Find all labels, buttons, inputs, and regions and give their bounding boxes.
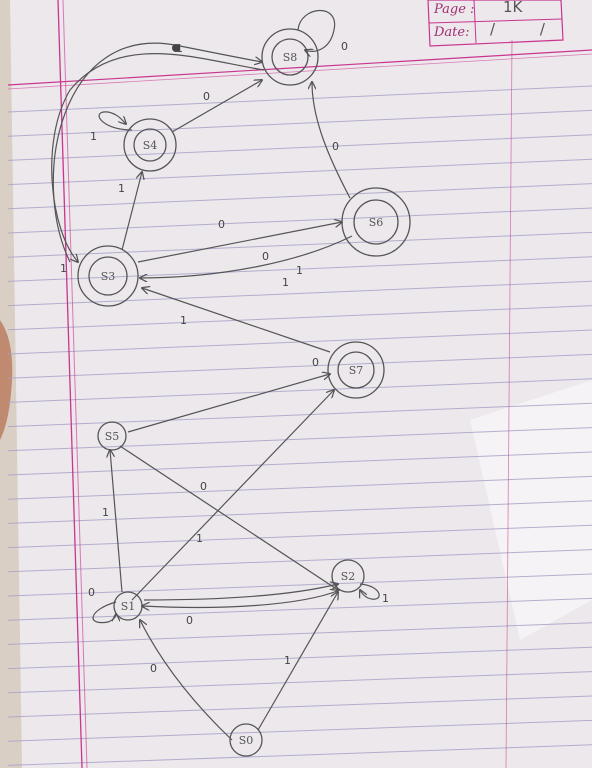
- ruled-line: [7, 549, 592, 573]
- edge-s5-s7: [127, 374, 330, 433]
- margin-line: [57, 0, 83, 768]
- state-s8-label: S8: [283, 51, 298, 64]
- paper-sheet: [10, 0, 592, 768]
- ruled-line: [7, 256, 592, 282]
- edge-s2-self: [360, 583, 380, 600]
- ruled-line: [7, 183, 592, 210]
- edge-label: 0: [341, 40, 348, 53]
- edge-s6-s8: [312, 82, 351, 199]
- page-label: Page :: [434, 2, 475, 17]
- state-s1: S1: [113, 591, 143, 621]
- edge-s2-s1: [142, 589, 341, 607]
- date-label: Date:: [434, 25, 470, 40]
- edge-label: 0: [186, 614, 193, 627]
- ruled-line: [7, 671, 592, 694]
- edge-label: 1: [196, 532, 203, 545]
- state-s0-label: S0: [239, 734, 254, 747]
- ruled-line: [7, 207, 592, 234]
- state-s5: S5: [97, 421, 127, 451]
- ruled-line: [7, 622, 592, 645]
- edge-label: 1: [118, 182, 125, 195]
- state-s2-label: S2: [341, 570, 356, 583]
- ruled-line: [7, 475, 592, 500]
- state-s7-label: S7: [349, 364, 364, 377]
- state-s3: S3: [77, 245, 139, 307]
- edge-s6-s3: [140, 235, 353, 278]
- ruled-line: [7, 451, 592, 476]
- edge-s1-s7: [131, 390, 334, 601]
- ruled-line: [7, 378, 592, 403]
- edge-s5-s2: [119, 445, 338, 590]
- state-s7: S7: [327, 341, 385, 399]
- edge-label: 0: [218, 218, 225, 231]
- ruled-line: [7, 158, 592, 186]
- ruled-line: [7, 85, 592, 113]
- edge-s3-s4: [121, 172, 142, 251]
- ruled-line: [7, 573, 592, 597]
- transitions: [51, 9, 380, 741]
- edge-label: 1: [296, 264, 303, 277]
- edge-label: 1: [282, 276, 289, 289]
- top-rule: [7, 49, 592, 86]
- edge-label: 0: [88, 586, 95, 599]
- edge-label: 1: [180, 314, 187, 327]
- ruled-line: [7, 134, 592, 161]
- ruled-lines: [7, 85, 592, 766]
- page-date-box: [427, 0, 564, 47]
- ink-dot: [172, 44, 180, 52]
- edge-s3-s6: [137, 222, 342, 263]
- state-s6-label: S6: [369, 216, 384, 229]
- state-s2: S2: [331, 559, 365, 593]
- edge-label: 0: [262, 250, 269, 263]
- state-s5-label: S5: [105, 430, 120, 443]
- ruled-line: [7, 597, 592, 621]
- edge-s8-self: [297, 9, 336, 51]
- ruled-line: [7, 427, 592, 452]
- state-s3-label: S3: [101, 270, 116, 283]
- state-s1-label: S1: [121, 600, 136, 613]
- ruled-line: [7, 719, 592, 742]
- edge-label: 1: [284, 654, 291, 667]
- edge-s4-self: [98, 111, 133, 131]
- ruled-line: [7, 500, 592, 524]
- state-s8: S8: [261, 28, 319, 86]
- edge-label: 0: [332, 140, 339, 153]
- state-s0: S0: [229, 723, 263, 757]
- edge-s0-s1: [140, 620, 233, 741]
- ruled-line: [7, 695, 592, 718]
- page-value: 1K: [503, 0, 523, 16]
- edge-label: 1: [60, 262, 67, 275]
- ruled-line: [7, 744, 592, 766]
- edge-s8-s3: [51, 53, 265, 262]
- edge-label: 1: [382, 592, 389, 605]
- edge-label: 0: [312, 356, 319, 369]
- edge-label: 0: [150, 662, 157, 675]
- state-s6: S6: [341, 187, 411, 257]
- edge-s4-s8: [171, 80, 262, 133]
- edge-s1-s5: [110, 450, 123, 593]
- ruled-line: [7, 353, 592, 379]
- edge-label: 1: [90, 130, 97, 143]
- edge-s7-s3: [142, 288, 331, 353]
- edge-s0-s2: [257, 592, 338, 731]
- edge-s1-s2: [143, 584, 338, 601]
- ruled-line: [7, 402, 592, 428]
- edge-label: 0: [200, 480, 207, 493]
- state-s4-label: S4: [143, 139, 158, 152]
- edge-label: 0: [203, 90, 210, 103]
- state-s4: S4: [123, 118, 177, 172]
- edge-label: 1: [102, 506, 109, 519]
- edge-s1-self: [92, 601, 116, 624]
- finger: [0, 320, 13, 440]
- date-value: / /: [490, 20, 565, 38]
- ruled-line: [7, 280, 592, 307]
- ruled-line: [7, 305, 592, 331]
- ruled-line: [7, 231, 592, 258]
- ruled-line: [7, 524, 592, 549]
- ruled-line: [7, 109, 592, 137]
